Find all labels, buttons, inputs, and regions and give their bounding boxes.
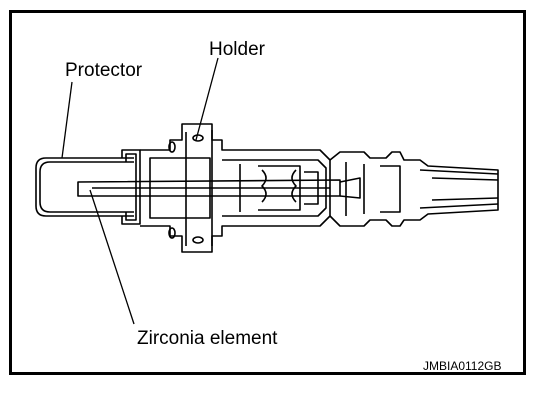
leader-holder — [195, 57, 219, 141]
rear-sleeve — [329, 151, 499, 227]
protector-label: Protector — [65, 60, 143, 81]
figure-code: JMBIA0112GB — [423, 359, 502, 373]
protector-shape — [35, 149, 141, 225]
zirconia-element-label: Zirconia element — [137, 328, 278, 349]
figure-frame — [9, 10, 526, 375]
holder-label: Holder — [209, 39, 265, 60]
leader-protector — [61, 81, 73, 159]
leader-zirconia — [89, 189, 135, 325]
zirconia-element-shape — [77, 177, 361, 199]
